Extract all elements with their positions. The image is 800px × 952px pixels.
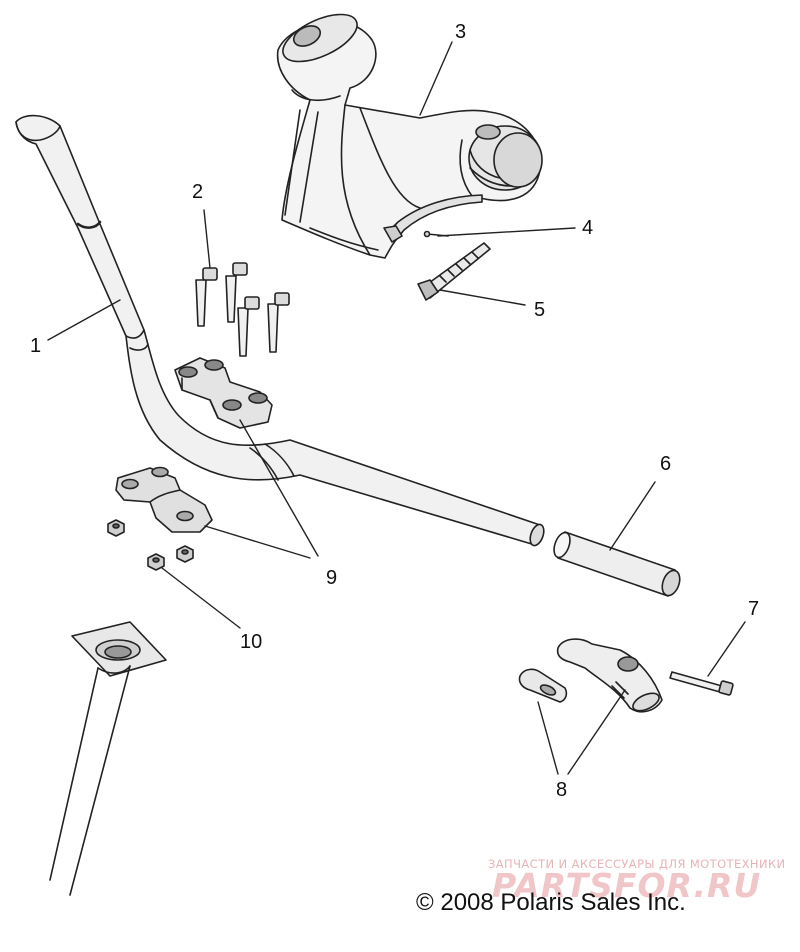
callout-numbers: 1 2 3 4 5 6 7 8 9 10 <box>30 21 759 801</box>
callout-1: 1 <box>30 335 41 357</box>
callout-10: 10 <box>240 631 262 653</box>
callout-9: 9 <box>326 567 337 589</box>
callout-3: 3 <box>455 21 466 43</box>
lower-clamp <box>115 466 213 533</box>
watermark-tagline: ЗАПЧАСТИ И АКСЕССУАРЫ ДЛЯ МОТОТЕХНИКИ <box>488 857 786 871</box>
callout-5: 5 <box>534 299 545 321</box>
watermark-logo: PARTSFOR.RU <box>492 866 762 905</box>
copyright-text: © 2008 Polaris Sales Inc. <box>416 889 686 916</box>
handlebar-grip <box>553 531 681 597</box>
callout-2: 2 <box>192 181 203 203</box>
clamp-bolts <box>195 262 290 357</box>
leader-lines <box>47 41 746 775</box>
bar-end-bolt <box>669 671 734 696</box>
callout-7: 7 <box>748 598 759 620</box>
upper-clamp <box>174 357 273 429</box>
handlebar-cover <box>276 13 543 259</box>
handlebar <box>15 114 545 547</box>
cable-tie <box>417 242 491 301</box>
callout-4: 4 <box>582 217 593 239</box>
bar-end-parts <box>518 638 663 713</box>
callout-6: 6 <box>660 453 671 475</box>
steering-post <box>49 621 167 896</box>
clamp-nuts <box>107 519 194 571</box>
callout-8: 8 <box>556 779 567 801</box>
